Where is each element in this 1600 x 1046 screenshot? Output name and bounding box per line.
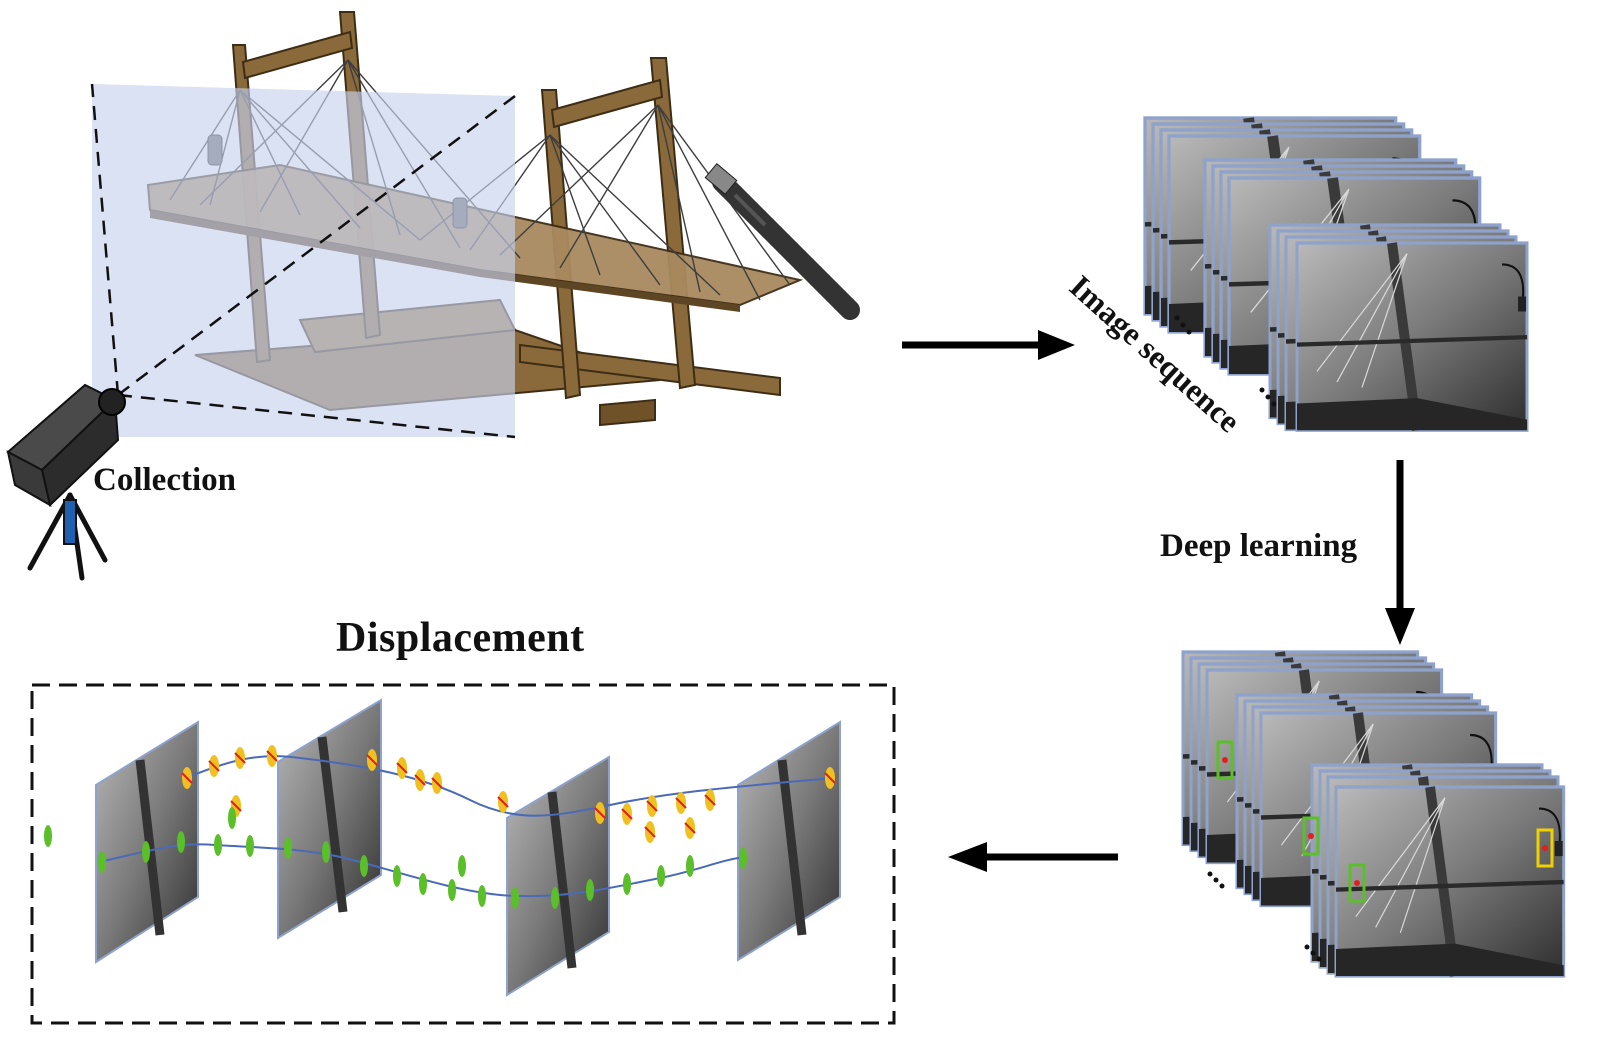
displacement-frames	[95, 698, 841, 997]
detected-frames-stack	[1183, 652, 1564, 976]
camera-fov-lines	[90, 83, 516, 439]
arrow-left	[948, 842, 1118, 872]
displacement-title: Displacement	[336, 615, 585, 661]
tripod-icon	[27, 492, 108, 581]
target-markers-green	[44, 807, 747, 909]
deep-learning-label: Deep learning	[1160, 528, 1358, 564]
arrow-down	[1385, 460, 1415, 645]
displacement-curves	[99, 755, 833, 898]
image-sequence-stack	[1145, 118, 1527, 430]
camera-icon	[6, 383, 126, 507]
arrow-right	[902, 330, 1075, 360]
collection-label: Collection	[93, 462, 236, 498]
capture-plane	[92, 84, 515, 437]
target-markers-yellow	[181, 745, 836, 843]
hammer-icon	[704, 163, 860, 320]
detection-box	[1216, 740, 1554, 903]
displacement-panel	[30, 683, 896, 1025]
